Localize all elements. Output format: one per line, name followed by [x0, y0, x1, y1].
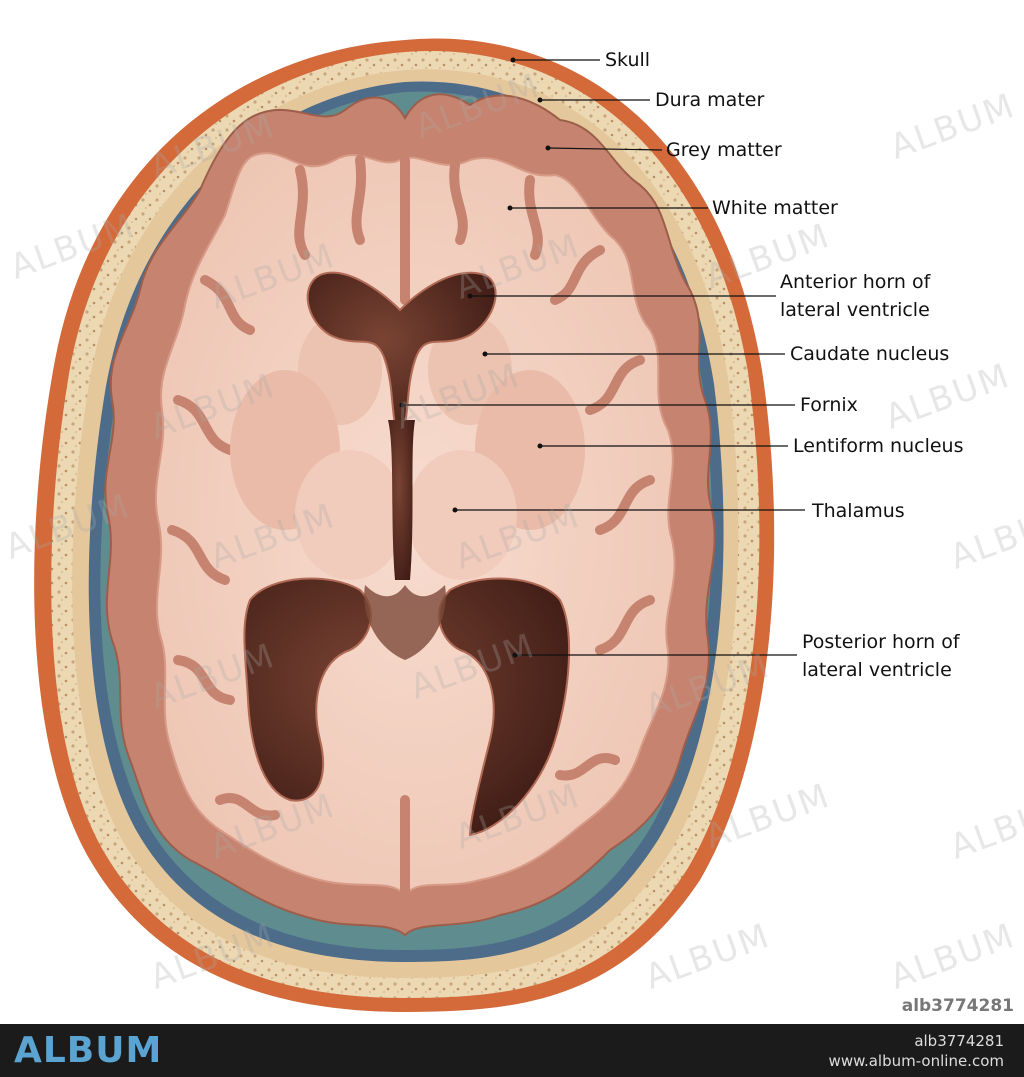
label-white-matter: White matter	[712, 197, 838, 219]
brain-axial-section-illustration	[34, 38, 805, 1013]
label-anterior-horn-line2: lateral ventricle	[780, 299, 930, 321]
sulci	[167, 155, 655, 900]
label-posterior-horn-line2: lateral ventricle	[802, 659, 952, 681]
footer-image-id: alb3774281	[914, 1032, 1004, 1050]
posterior-horn-ventricles	[243, 577, 571, 837]
label-skull: Skull	[605, 49, 651, 71]
label-posterior-horn-line1: Posterior horn of	[802, 631, 960, 653]
label-dura-mater: Dura mater	[655, 89, 765, 111]
footer-url[interactable]: www.album-online.com	[828, 1052, 1004, 1070]
anterior-horn-ventricles	[306, 271, 497, 443]
label-lentiform-nucleus: Lentiform nucleus	[793, 435, 964, 457]
third-ventricle	[388, 420, 415, 580]
leader-lines	[402, 59, 805, 656]
album-logo: ALBUM	[14, 1030, 163, 1071]
label-thalamus: Thalamus	[812, 500, 905, 522]
label-fornix: Fornix	[800, 394, 858, 416]
label-anterior-horn-line1: Anterior horn of	[780, 271, 931, 293]
image-id-tag: alb3774281	[901, 996, 1014, 1016]
footer-bar: ALBUM alb3774281 www.album-online.com	[0, 1024, 1024, 1077]
thalamus-right	[407, 450, 517, 580]
thalamus-left	[295, 450, 405, 580]
label-grey-matter: Grey matter	[666, 139, 782, 161]
label-caudate-nucleus: Caudate nucleus	[790, 343, 950, 365]
